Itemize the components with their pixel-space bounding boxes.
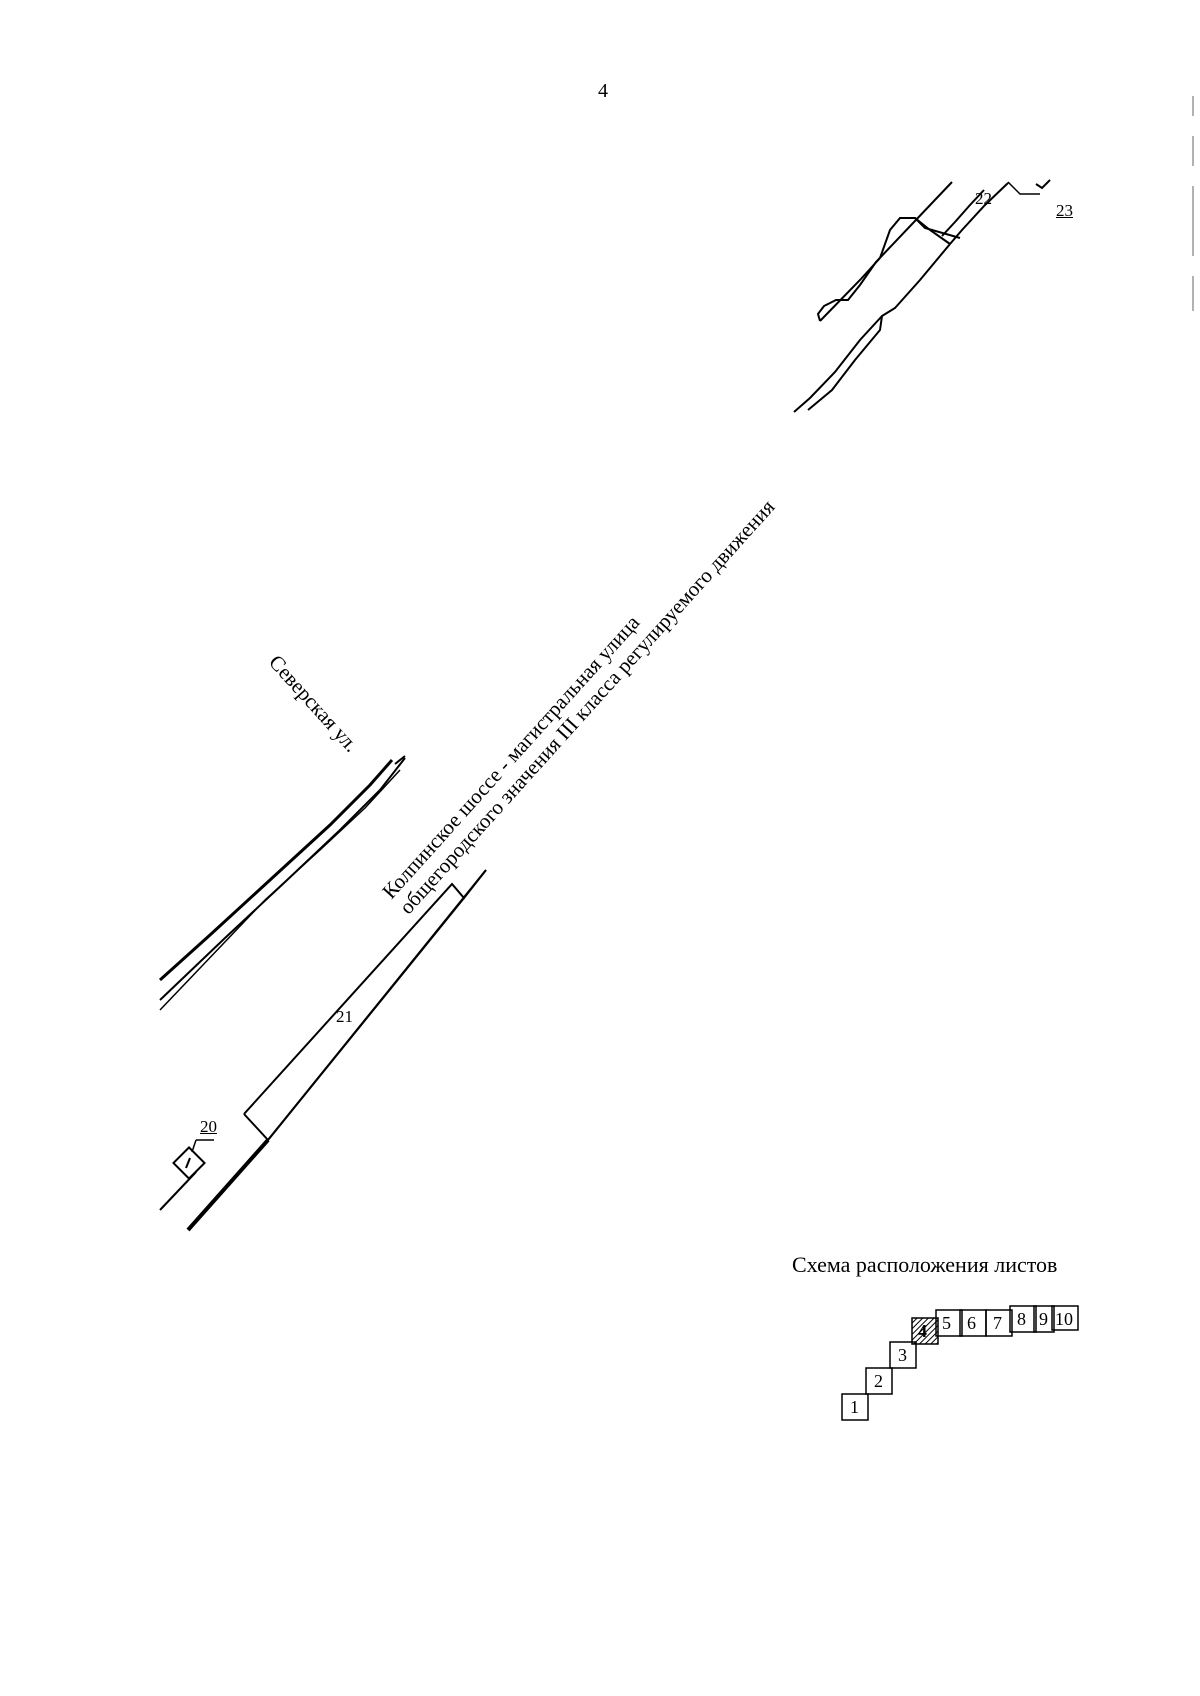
- parcel-21: [186, 869, 487, 1232]
- sheet-3: 3: [898, 1345, 907, 1365]
- point-label-22: 22: [975, 189, 992, 208]
- margin-marks: [1192, 96, 1194, 311]
- road-lines: [158, 755, 406, 1011]
- sheet-9: 9: [1039, 1309, 1048, 1329]
- page-number: 4: [598, 80, 608, 102]
- sheet-schema: [841, 1305, 1079, 1421]
- sheet-10: 10: [1055, 1309, 1073, 1329]
- sheet-4-current: 4: [918, 1321, 927, 1341]
- point-label-23: 23: [1056, 201, 1073, 220]
- sheet-1: 1: [850, 1397, 859, 1417]
- sheet-7: 7: [993, 1313, 1002, 1333]
- parcel-22-23: [793, 179, 1051, 413]
- sheet-8: 8: [1017, 1309, 1026, 1329]
- sheet-2: 2: [874, 1371, 883, 1391]
- sheet-5: 5: [942, 1313, 951, 1333]
- parcel-20: [159, 1139, 214, 1211]
- point-label-20: 20: [200, 1117, 217, 1136]
- sheet-6: 6: [967, 1313, 976, 1333]
- point-label-21: 21: [336, 1007, 353, 1026]
- schema-title: Схема расположения листов: [792, 1252, 1058, 1277]
